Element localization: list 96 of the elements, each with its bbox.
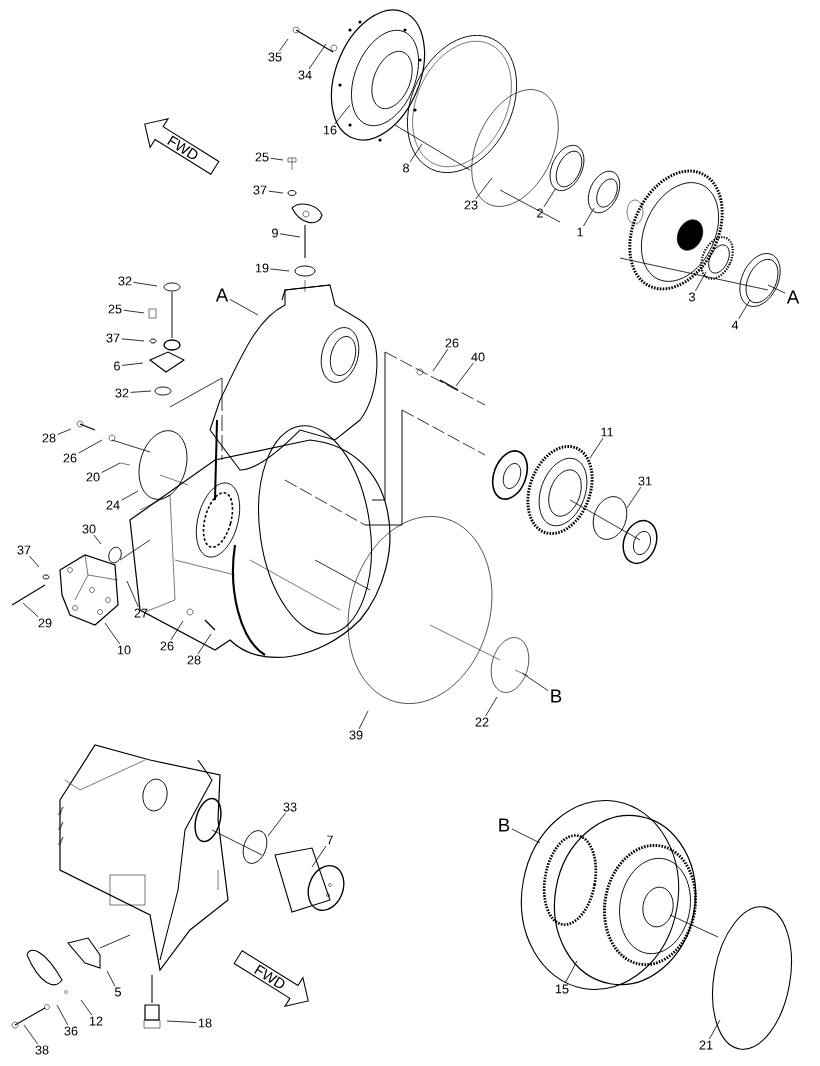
leader-line [121, 362, 144, 366]
callout-number: 7 [327, 835, 333, 845]
leader-line [104, 622, 121, 645]
leader-line [709, 1019, 721, 1040]
callout-number: 11 [601, 427, 613, 437]
leader-line [78, 439, 103, 454]
callout-number: 25 [108, 304, 122, 314]
reference-letter: B [551, 689, 562, 703]
callout-number: 22 [475, 717, 489, 727]
callout-number: 28 [187, 655, 201, 665]
leader-line [432, 348, 449, 372]
leader-line [626, 486, 642, 509]
callout-number: 10 [117, 645, 131, 655]
leader-line [133, 281, 158, 287]
leader-line [229, 298, 259, 316]
callout-number: 21 [699, 1040, 713, 1050]
reference-letter: A [786, 290, 800, 304]
leader-line [455, 362, 474, 387]
leader-line [121, 490, 139, 501]
callout-number: 39 [349, 730, 363, 740]
callout-number: 9 [272, 228, 278, 238]
callout-number: 29 [38, 618, 52, 628]
callout-number: 32 [115, 388, 129, 398]
reference-letter: B [499, 818, 510, 832]
leader-line [268, 190, 284, 194]
callout-number: 15 [555, 984, 569, 994]
leader-line [279, 233, 301, 238]
callout-number: 32 [118, 276, 132, 286]
leader-line [311, 845, 327, 868]
callout-number: 2 [537, 208, 543, 218]
leader-line [80, 999, 93, 1016]
leader-line [485, 696, 498, 717]
callout-number: 35 [268, 52, 282, 62]
reference-letter: A [215, 288, 229, 302]
leader-line [475, 177, 493, 200]
callout-number: 34 [298, 70, 312, 80]
callout-number: 20 [86, 472, 100, 482]
callout-number: 36 [64, 1026, 78, 1036]
callout-number: 18 [198, 1018, 212, 1028]
callout-number: 5 [115, 987, 121, 997]
callout-number: 6 [114, 361, 120, 371]
leader-line [589, 437, 604, 459]
leader-line [123, 309, 145, 314]
leader-line [56, 1004, 69, 1026]
callout-number: 1 [577, 227, 583, 237]
leader-line [106, 970, 116, 987]
leader-line [126, 580, 139, 608]
callout-number: 3 [688, 292, 695, 302]
leader-line [28, 555, 40, 568]
leader-line [543, 187, 557, 208]
callout-number: 27 [134, 608, 148, 618]
leader-line [695, 271, 707, 292]
callout-number: 4 [731, 320, 739, 330]
callout-number: 19 [255, 263, 269, 273]
leader-line [738, 299, 751, 320]
callout-number: 37 [253, 185, 267, 195]
leader-line [583, 207, 595, 227]
callout-number: 8 [403, 163, 409, 173]
callout-number: 31 [638, 476, 652, 486]
leader-line [170, 620, 184, 641]
callout-number: 26 [160, 641, 174, 651]
leader-line [511, 828, 541, 844]
leader-line [130, 390, 152, 393]
leader-line [93, 534, 102, 545]
leader-line [270, 268, 290, 272]
leader-line [521, 672, 549, 692]
leader-line [564, 960, 578, 984]
callout-number: 26 [63, 453, 77, 463]
callout-number: 23 [464, 200, 478, 210]
callout-number: 26 [445, 338, 459, 348]
callout-number: 30 [82, 524, 96, 534]
callout-number: 37 [106, 333, 120, 343]
callout-number: 37 [17, 545, 31, 555]
leader-line [409, 143, 423, 163]
leader-line [358, 710, 369, 730]
callout-number: 12 [89, 1016, 103, 1026]
leader-line [308, 43, 327, 70]
leader-line [23, 1024, 38, 1045]
callout-number: 38 [35, 1045, 49, 1055]
leader-line [22, 602, 39, 618]
callout-number: 28 [42, 433, 56, 443]
callout-number: 16 [323, 125, 337, 135]
leader-line [101, 462, 121, 473]
leader-line [121, 338, 145, 342]
callout-number: 40 [471, 352, 485, 362]
leader-line [267, 812, 286, 837]
leader-line [166, 1020, 197, 1023]
callout-number: 33 [283, 802, 297, 812]
leader-line [57, 428, 72, 435]
leader-line [767, 284, 786, 294]
leader-line [197, 633, 212, 655]
callout-number: 25 [255, 152, 269, 162]
leader-line [279, 38, 289, 52]
leader-line [270, 157, 284, 161]
leader-line [334, 104, 351, 125]
callout-number: 24 [106, 500, 120, 510]
